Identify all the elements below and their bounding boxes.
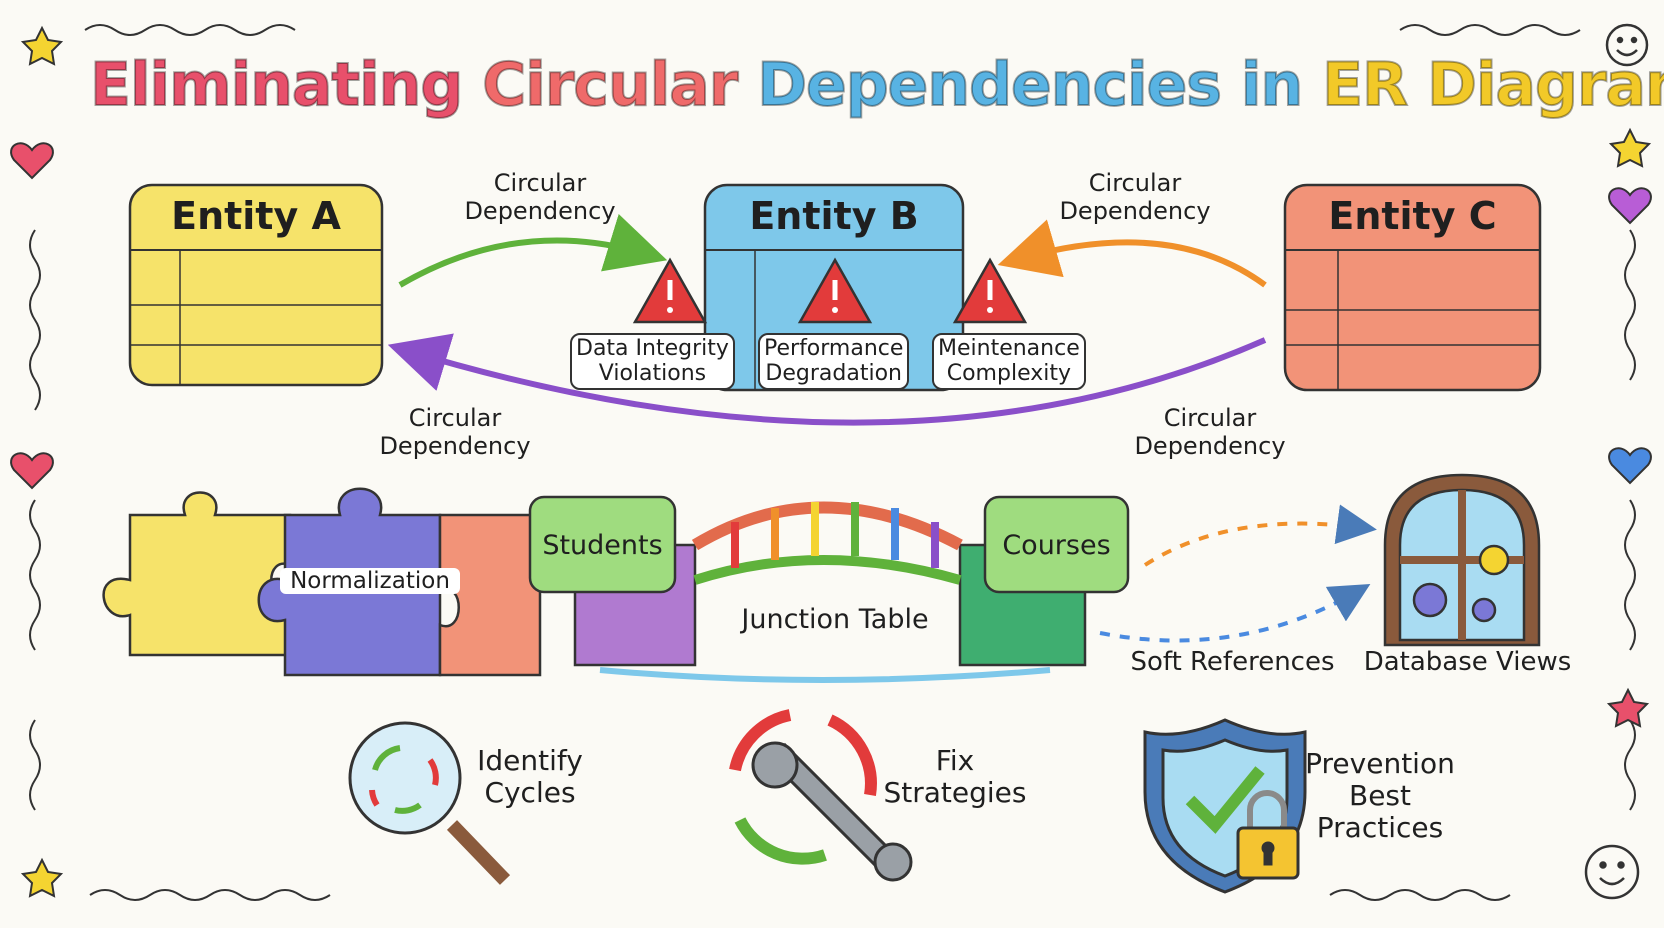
entity-a-title: Entity A [171, 194, 341, 238]
lock-icon [1236, 790, 1300, 880]
arrow-label-c-to-a-right: Circular Dependency [1134, 404, 1286, 460]
warning-label-performance: Performance Degradation [758, 333, 910, 390]
entity-c-box[interactable] [1283, 183, 1542, 392]
smiley-icon [1584, 23, 1649, 900]
arrow-a-to-b [398, 213, 668, 288]
title-part-4: in [1240, 49, 1304, 121]
soft-references-label: Soft References [1130, 647, 1335, 677]
warning-label-maintenance: Meintenance Complexity [932, 333, 1086, 390]
border-doodles [29, 24, 1636, 901]
page-title: Eliminating Circular Dependencies in ER … [89, 49, 1664, 140]
title-part-5: ER Diagrams [1321, 49, 1664, 121]
junction-table-label: Junction Table [741, 604, 929, 635]
warning-label-data-integrity: Data Integrity Violations [570, 333, 735, 390]
title-part-3: Dependencies [756, 49, 1223, 121]
warning-icon [632, 257, 1028, 324]
entity-b-title: Entity B [749, 194, 919, 238]
courses-box[interactable] [983, 495, 1130, 594]
heart-icon [10, 142, 1652, 490]
normalization-label: Normalization [280, 568, 460, 595]
window-icon [1383, 473, 1541, 647]
arrow-label-c-to-b: Circular Dependency [1059, 169, 1211, 225]
entity-a-box[interactable] [128, 183, 384, 387]
prevention-best-practices-label: Prevention Best Practices [1305, 747, 1455, 845]
magnifier-icon [348, 721, 511, 885]
students-box[interactable] [528, 495, 677, 594]
soft-reference-arrow [1099, 583, 1371, 643]
fix-strategies-label: Fix Strategies [883, 744, 1027, 810]
soft-reference-arrow [1143, 504, 1377, 567]
arrow-label-c-to-a-left: Circular Dependency [379, 404, 531, 460]
title-part-2: Circular [481, 49, 739, 121]
students-label: Students [542, 530, 663, 561]
star-icon [20, 25, 1652, 898]
title-part-1: Eliminating [89, 49, 464, 121]
arrow-c-to-b [997, 219, 1267, 288]
database-views-label: Database Views [1363, 647, 1572, 677]
entity-c-title: Entity C [1328, 194, 1497, 238]
arrow-c-to-a [387, 333, 1267, 426]
identify-cycles-label: Identify Cycles [477, 744, 583, 810]
courses-label: Courses [1002, 530, 1111, 561]
arrow-label-a-to-b: Circular Dependency [464, 169, 616, 225]
wrench-icon [729, 709, 913, 882]
